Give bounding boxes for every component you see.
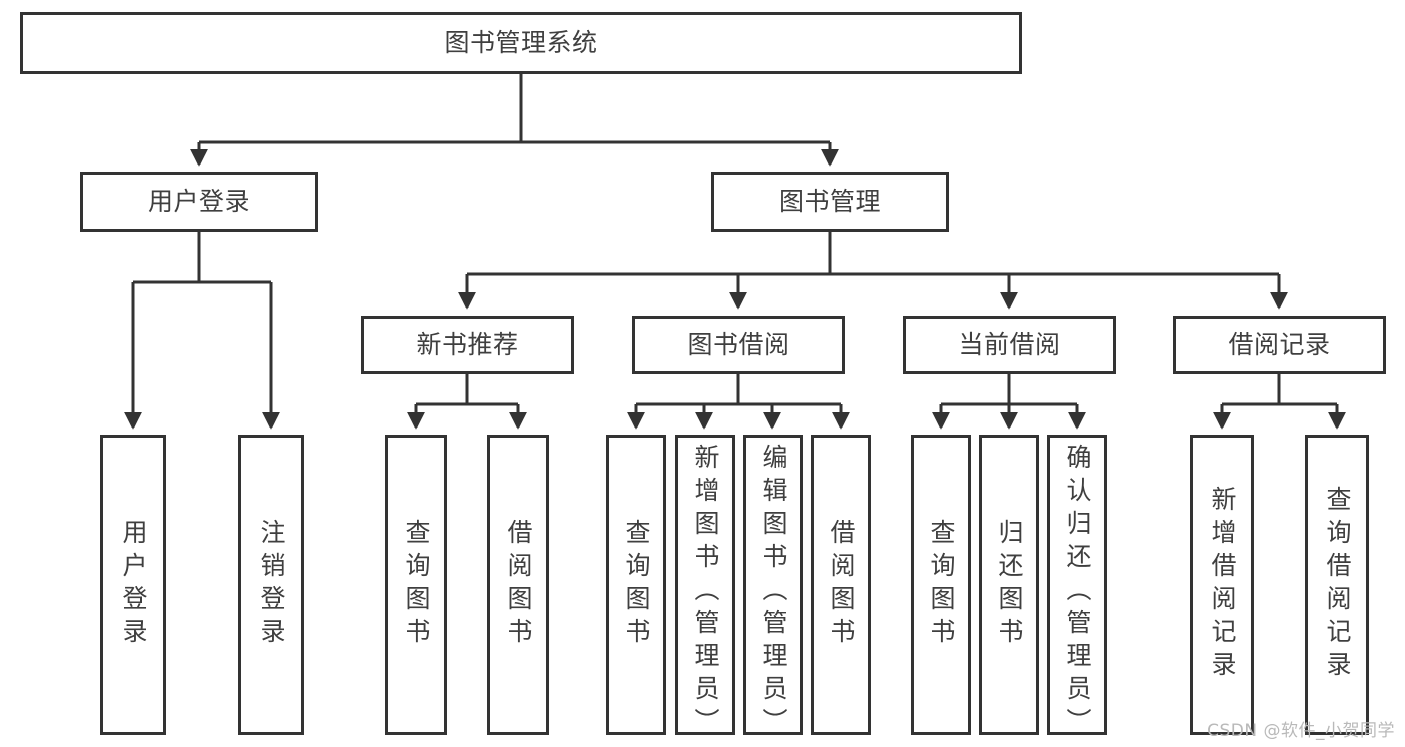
- node-borrow-record-label: 借阅记录: [1228, 330, 1331, 360]
- node-leaf-record-add[interactable]: 新增借阅记录: [1190, 435, 1254, 735]
- node-book-management[interactable]: 图书管理: [711, 172, 949, 232]
- node-leaf-record-query-label: 查询借阅记录: [1323, 486, 1352, 684]
- node-leaf-borrow-borrow-book[interactable]: 借阅图书: [811, 435, 871, 735]
- node-root-label: 图书管理系统: [444, 28, 598, 58]
- node-user-login-label: 用户登录: [147, 187, 250, 217]
- node-leaf-borrow-edit-book-label: 编辑图书（管理员）: [759, 444, 788, 741]
- node-leaf-newbook-query-book[interactable]: 查询图书: [385, 435, 447, 735]
- node-leaf-current-return-book[interactable]: 归还图书: [979, 435, 1039, 735]
- node-user-login[interactable]: 用户登录: [80, 172, 318, 232]
- node-leaf-user-login-label: 用户登录: [119, 519, 148, 651]
- node-leaf-borrow-query-book-label: 查询图书: [622, 519, 651, 651]
- node-leaf-newbook-borrow-book[interactable]: 借阅图书: [487, 435, 549, 735]
- node-root[interactable]: 图书管理系统: [20, 12, 1022, 74]
- node-leaf-current-query-book-label: 查询图书: [927, 519, 956, 651]
- node-leaf-current-confirm-return[interactable]: 确认归还（管理员）: [1047, 435, 1107, 741]
- node-leaf-current-confirm-return-label: 确认归还（管理员）: [1063, 444, 1092, 741]
- node-leaf-current-return-book-label: 归还图书: [995, 519, 1024, 651]
- node-leaf-logout[interactable]: 注销登录: [238, 435, 304, 735]
- node-borrow-record[interactable]: 借阅记录: [1173, 316, 1386, 374]
- node-leaf-logout-label: 注销登录: [257, 519, 286, 651]
- watermark: CSDN @软件_小贺同学: [1207, 721, 1395, 741]
- node-leaf-current-query-book[interactable]: 查询图书: [911, 435, 971, 735]
- node-book-borrow-label: 图书借阅: [687, 330, 790, 360]
- node-current-borrow[interactable]: 当前借阅: [903, 316, 1116, 374]
- node-current-borrow-label: 当前借阅: [958, 330, 1061, 360]
- node-leaf-borrow-edit-book[interactable]: 编辑图书（管理员）: [743, 435, 803, 741]
- node-leaf-record-add-label: 新增借阅记录: [1208, 486, 1237, 684]
- node-leaf-record-query[interactable]: 查询借阅记录: [1305, 435, 1369, 735]
- node-leaf-newbook-query-book-label: 查询图书: [402, 519, 431, 651]
- node-leaf-borrow-add-book[interactable]: 新增图书（管理员）: [675, 435, 735, 741]
- node-leaf-user-login[interactable]: 用户登录: [100, 435, 166, 735]
- node-new-book-recommend[interactable]: 新书推荐: [361, 316, 574, 374]
- node-book-borrow[interactable]: 图书借阅: [632, 316, 845, 374]
- node-leaf-newbook-borrow-book-label: 借阅图书: [504, 519, 533, 651]
- node-new-book-recommend-label: 新书推荐: [416, 330, 519, 360]
- node-book-management-label: 图书管理: [778, 187, 881, 217]
- node-leaf-borrow-add-book-label: 新增图书（管理员）: [691, 444, 720, 741]
- node-leaf-borrow-borrow-book-label: 借阅图书: [827, 519, 856, 651]
- node-leaf-borrow-query-book[interactable]: 查询图书: [606, 435, 666, 735]
